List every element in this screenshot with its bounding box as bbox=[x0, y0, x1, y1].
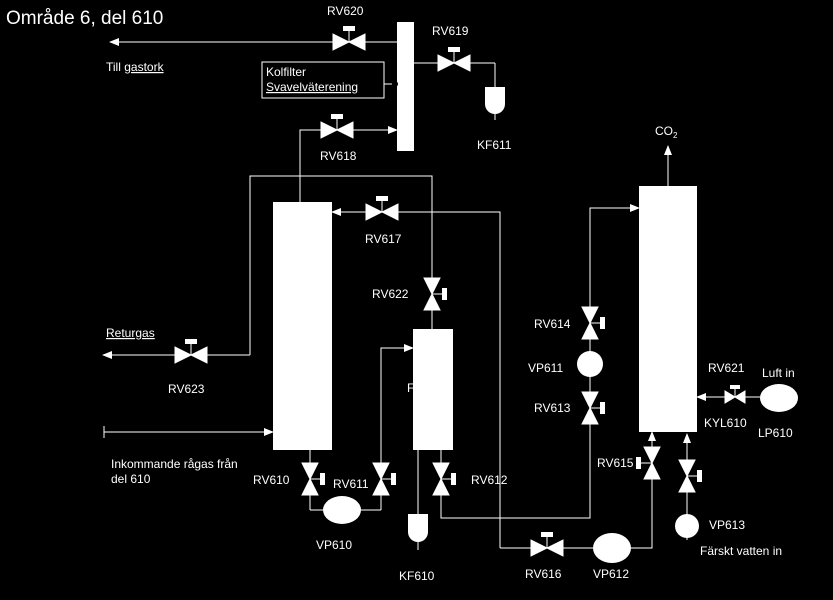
rv610-label: RV610 bbox=[253, 473, 290, 487]
luft-in-label: Luft in bbox=[762, 366, 795, 380]
co2-label: CO2 bbox=[655, 124, 678, 140]
valve-fresh-water[interactable] bbox=[678, 459, 702, 493]
rv615-label: RV615 bbox=[597, 456, 634, 470]
rv612-label: RV612 bbox=[471, 473, 508, 487]
valve-rv619[interactable] bbox=[437, 47, 471, 72]
pump-vp613 bbox=[675, 514, 699, 538]
valve-rv615[interactable] bbox=[636, 446, 661, 480]
inkommande-label-2: del 610 bbox=[111, 472, 151, 486]
rv613-label: RV613 bbox=[534, 401, 571, 415]
valve-rv622[interactable] bbox=[423, 277, 447, 311]
inkommande-label-1: Inkommande rågas från bbox=[111, 457, 238, 471]
kyl610-label: KYL610 bbox=[704, 416, 747, 430]
rv620-label: RV620 bbox=[327, 4, 364, 18]
valve-rv614[interactable] bbox=[581, 306, 605, 340]
rv618-label: RV618 bbox=[320, 149, 357, 163]
rv622-label: RV622 bbox=[372, 287, 409, 301]
pipe-rv612 bbox=[440, 400, 591, 519]
fan-lp610 bbox=[760, 384, 798, 412]
desorber-column-right bbox=[639, 186, 697, 432]
rv611-label: RV611 bbox=[333, 477, 369, 491]
lp610-label: LP610 bbox=[758, 426, 793, 440]
returgas-label: Returgas bbox=[106, 326, 155, 340]
kf611-label: KF611 bbox=[477, 138, 512, 152]
kf611-condensate-trap bbox=[485, 87, 505, 120]
valve-rv611[interactable] bbox=[372, 462, 396, 496]
vp610-label: VP610 bbox=[316, 538, 352, 552]
pipe-returgas-loop bbox=[249, 175, 433, 355]
rv617-label: RV617 bbox=[365, 232, 402, 246]
kf610-condensate-trap bbox=[408, 514, 428, 550]
kf610-label: KF610 bbox=[399, 569, 435, 583]
page-title: Område 6, del 610 bbox=[6, 8, 163, 29]
svavelvaterening-label: Svavelväterening bbox=[266, 80, 358, 94]
absorber-column-left bbox=[273, 202, 332, 450]
valve-rv621[interactable] bbox=[724, 385, 746, 404]
vp613-label: VP613 bbox=[709, 518, 745, 532]
valve-rv620[interactable] bbox=[332, 26, 366, 51]
kolfilter-label-box bbox=[261, 61, 385, 99]
rv614-label: RV614 bbox=[534, 317, 571, 331]
flash-column-middle bbox=[413, 329, 453, 450]
rv621-label: RV621 bbox=[708, 361, 745, 375]
pump-vp612 bbox=[593, 533, 631, 563]
valve-rv612[interactable] bbox=[432, 462, 456, 496]
kolfilter-label: Kolfilter bbox=[266, 65, 306, 79]
rv623-label: RV623 bbox=[168, 382, 205, 396]
kolfilter-column bbox=[397, 22, 414, 151]
valve-rv613[interactable] bbox=[581, 391, 605, 425]
pump-vp611 bbox=[577, 351, 603, 377]
pipe-to-flash bbox=[380, 344, 414, 510]
rv616-label: RV616 bbox=[525, 567, 562, 581]
kolfilter-dot bbox=[392, 81, 398, 87]
vp612-label: VP612 bbox=[593, 567, 629, 581]
rv619-label: RV619 bbox=[432, 24, 469, 38]
farskt-vatten-label: Färskt vatten in bbox=[700, 544, 782, 558]
valve-rv616[interactable] bbox=[530, 532, 564, 557]
valve-rv618[interactable] bbox=[320, 114, 354, 139]
valve-rv623[interactable] bbox=[174, 339, 208, 364]
till-gastork-label: Till gastork bbox=[106, 60, 165, 74]
vp611-label: VP611 bbox=[528, 361, 563, 375]
valve-rv610[interactable] bbox=[301, 462, 325, 496]
valve-rv617[interactable] bbox=[365, 196, 399, 221]
flash-column-letter: F bbox=[407, 381, 414, 395]
pump-vp610 bbox=[323, 496, 361, 524]
pipe-rv618 bbox=[299, 126, 398, 202]
